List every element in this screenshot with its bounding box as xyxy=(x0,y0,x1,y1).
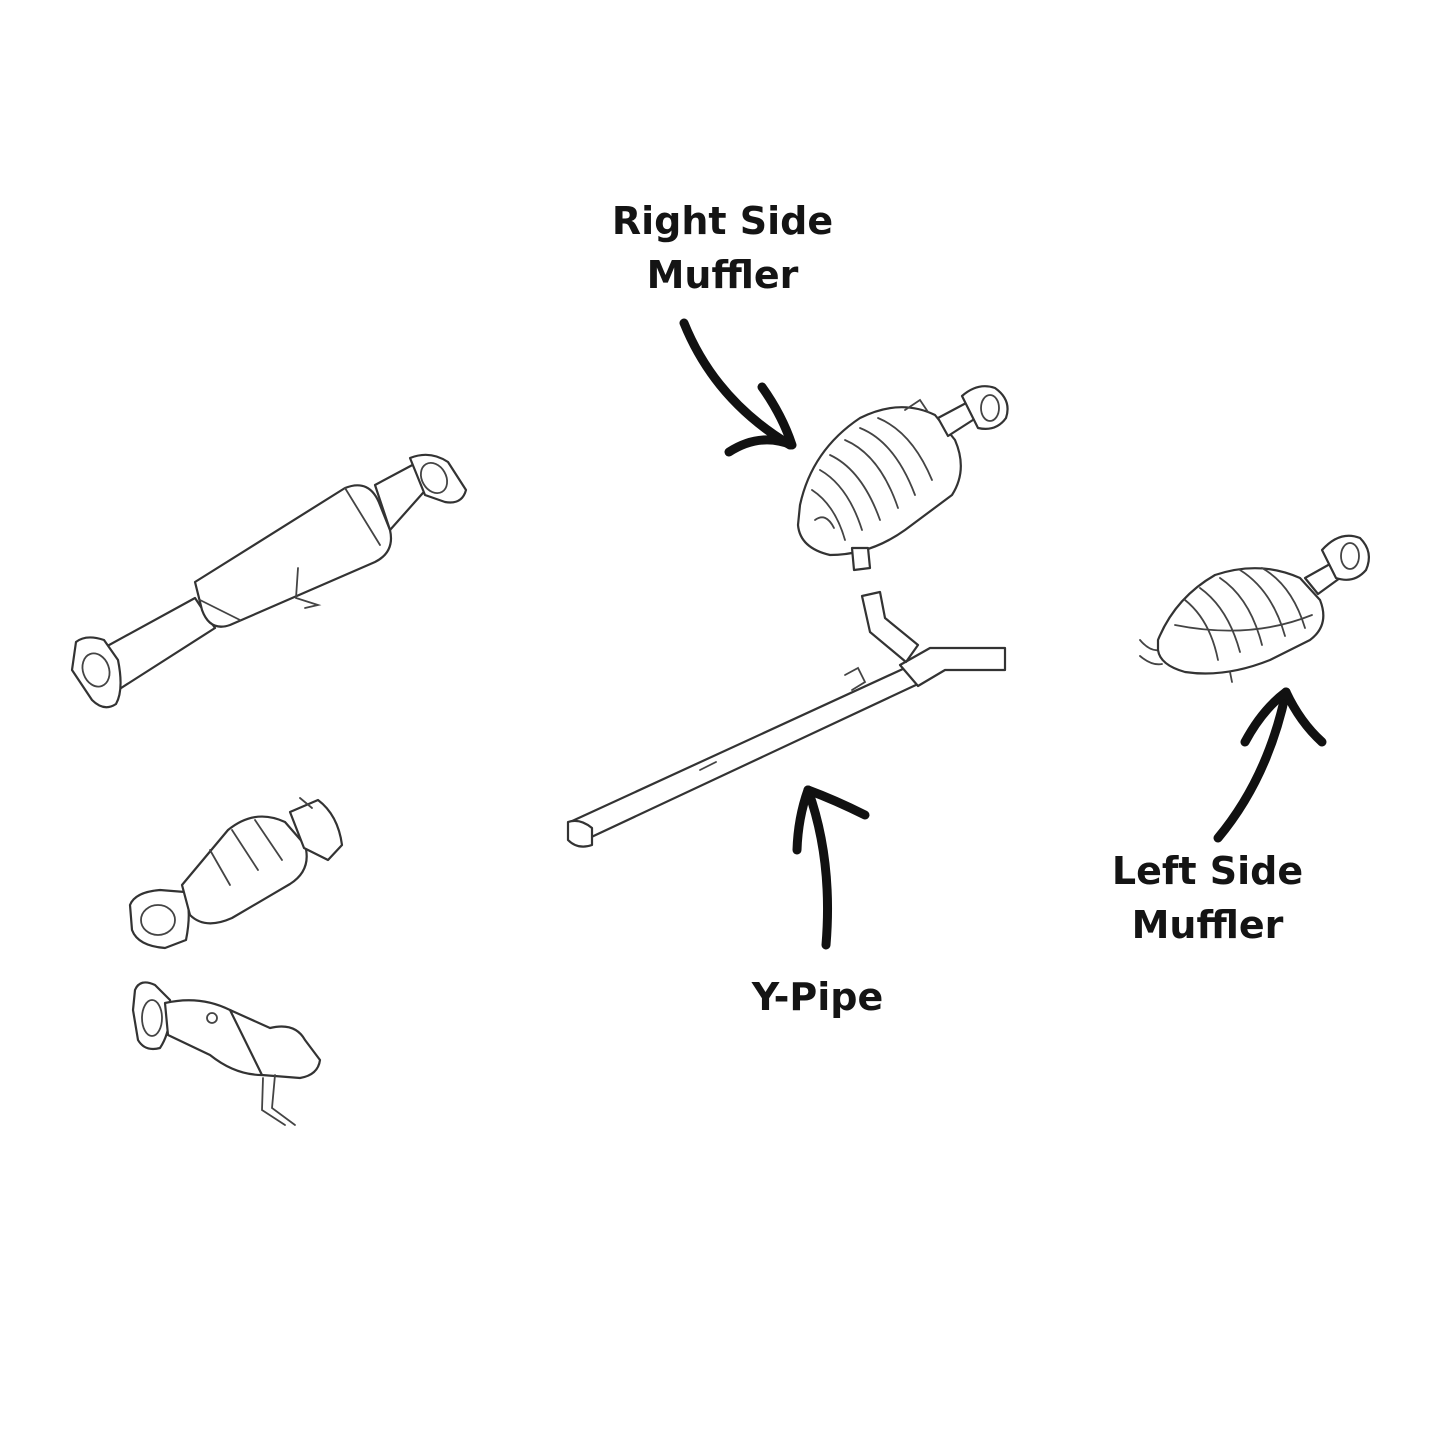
y-pipe-label: Y-Pipe xyxy=(735,970,900,1024)
arrow-to-y-pipe xyxy=(792,785,870,950)
front-pipe-catalytic-converter xyxy=(70,453,468,709)
y-pipe-label-text: Y-Pipe xyxy=(751,975,884,1019)
front-catalytic-converter xyxy=(128,797,344,950)
right-side-muffler-label: Right Side Muffler xyxy=(600,194,845,302)
left-side-muffler-label-line1: Left Side xyxy=(1111,849,1304,893)
right-side-muffler-label-line1: Right Side xyxy=(611,199,834,243)
left-side-muffler-drawing xyxy=(1139,534,1371,683)
y-pipe-drawing xyxy=(566,590,1007,848)
left-side-muffler-label-line2: Muffler xyxy=(1131,903,1284,947)
arrow-to-right-muffler xyxy=(679,318,797,457)
right-side-muffler-drawing xyxy=(796,385,1009,572)
right-side-muffler-label-line2: Muffler xyxy=(646,253,799,297)
arrow-to-left-muffler xyxy=(1213,687,1327,843)
left-side-muffler-label: Left Side Muffler xyxy=(1095,844,1320,952)
front-exhaust-pipe xyxy=(131,981,322,1126)
